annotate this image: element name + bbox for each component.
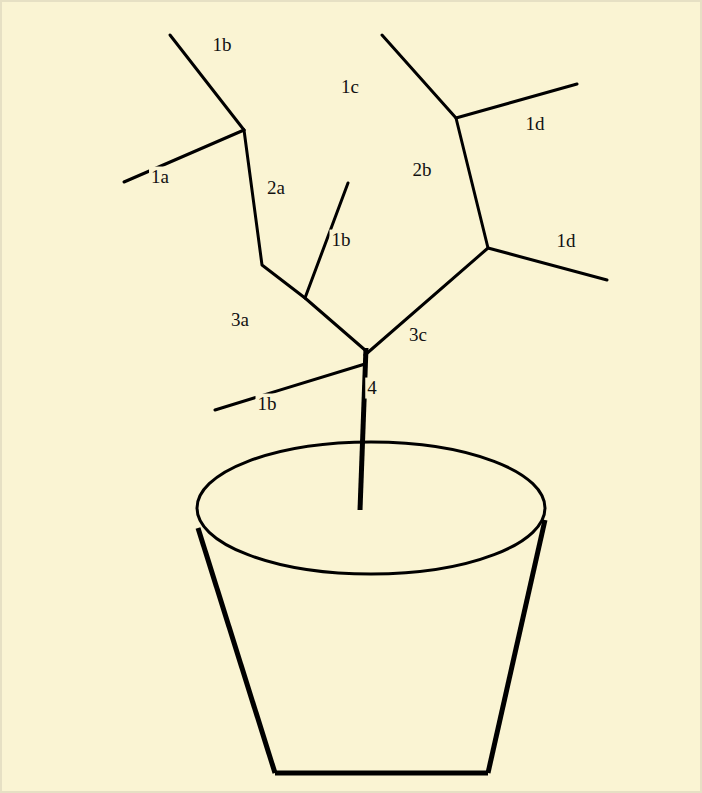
callout-number: 2b xyxy=(411,160,434,181)
pot xyxy=(197,442,545,773)
callout-number: 1b xyxy=(211,35,234,56)
callout-number: 4 xyxy=(365,378,379,399)
callout-number: 1c xyxy=(339,77,361,98)
callout-number: 1b xyxy=(330,230,353,251)
callout-number: 1d xyxy=(524,114,547,135)
callout-number: 1d xyxy=(555,231,578,252)
callout-number: 3c xyxy=(407,325,429,346)
trunk xyxy=(360,348,366,510)
callout-number: 1b xyxy=(256,394,279,415)
callout-number: 3a xyxy=(229,310,251,331)
callout-number: 1a xyxy=(149,167,171,188)
callout-number: 2a xyxy=(265,178,287,199)
